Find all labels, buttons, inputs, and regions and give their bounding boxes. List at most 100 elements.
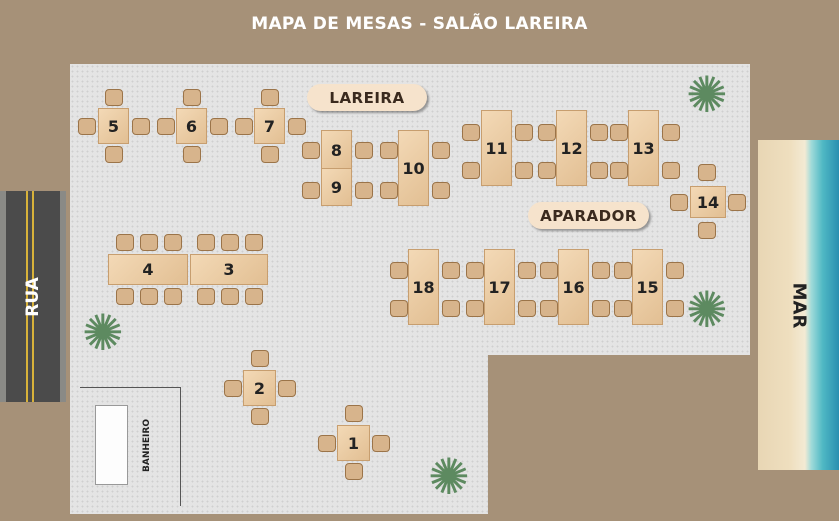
chair-icon <box>251 408 269 425</box>
bathroom-label: BANHEIRO <box>142 419 152 472</box>
chair-icon <box>698 164 716 181</box>
chair-icon <box>140 288 158 305</box>
chair-icon <box>302 142 320 159</box>
table-4[interactable]: 4 <box>108 254 188 285</box>
lareira-label: LAREIRA <box>307 84 427 111</box>
chair-icon <box>261 146 279 163</box>
chair-icon <box>728 194 746 211</box>
table-17[interactable]: 17 <box>484 249 515 325</box>
chair-icon <box>662 124 680 141</box>
chair-icon <box>518 262 536 279</box>
palm-plant-icon: ✺ <box>428 448 470 506</box>
sink-icon <box>95 405 128 485</box>
road <box>0 191 66 402</box>
chair-icon <box>355 142 373 159</box>
chair-icon <box>116 234 134 251</box>
table-2[interactable]: 2 <box>243 370 276 406</box>
palm-plant-icon: ✺ <box>82 304 124 362</box>
chair-icon <box>345 405 363 422</box>
beach <box>758 140 839 470</box>
chair-icon <box>251 350 269 367</box>
table-9[interactable]: 9 <box>321 168 352 206</box>
chair-icon <box>140 234 158 251</box>
table-7[interactable]: 7 <box>254 108 285 144</box>
chair-icon <box>462 124 480 141</box>
chair-icon <box>380 142 398 159</box>
chair-icon <box>698 222 716 239</box>
table-16[interactable]: 16 <box>558 249 589 325</box>
aparador-label: APARADOR <box>528 202 649 229</box>
table-10[interactable]: 10 <box>398 130 429 206</box>
road-label-wrap: RUA <box>0 191 66 402</box>
chair-icon <box>540 262 558 279</box>
table-3[interactable]: 3 <box>190 254 268 285</box>
chair-icon <box>614 262 632 279</box>
chair-icon <box>466 262 484 279</box>
chair-icon <box>302 182 320 199</box>
table-5[interactable]: 5 <box>98 108 129 144</box>
chair-icon <box>538 124 556 141</box>
chair-icon <box>221 234 239 251</box>
chair-icon <box>245 288 263 305</box>
table-12[interactable]: 12 <box>556 110 587 186</box>
chair-icon <box>132 118 150 135</box>
chair-icon <box>540 300 558 317</box>
table-18[interactable]: 18 <box>408 249 439 325</box>
chair-icon <box>590 124 608 141</box>
palm-plant-icon: ✺ <box>686 66 728 124</box>
chair-icon <box>197 288 215 305</box>
chair-icon <box>116 288 134 305</box>
chair-icon <box>442 300 460 317</box>
chair-icon <box>432 142 450 159</box>
chair-icon <box>442 262 460 279</box>
chair-icon <box>164 234 182 251</box>
chair-icon <box>432 182 450 199</box>
chair-icon <box>515 162 533 179</box>
chair-icon <box>592 262 610 279</box>
chair-icon <box>288 118 306 135</box>
chair-icon <box>590 162 608 179</box>
chair-icon <box>614 300 632 317</box>
chair-icon <box>610 124 628 141</box>
chair-icon <box>210 118 228 135</box>
chair-icon <box>518 300 536 317</box>
table-6[interactable]: 6 <box>176 108 207 144</box>
chair-icon <box>380 182 398 199</box>
chair-icon <box>318 435 336 452</box>
chair-icon <box>183 89 201 106</box>
chair-icon <box>221 288 239 305</box>
chair-icon <box>197 234 215 251</box>
chair-icon <box>592 300 610 317</box>
chair-icon <box>372 435 390 452</box>
table-14[interactable]: 14 <box>690 186 726 218</box>
chair-icon <box>666 262 684 279</box>
palm-plant-icon: ✺ <box>686 281 728 339</box>
road-label: RUA <box>23 276 43 317</box>
chair-icon <box>345 463 363 480</box>
page-title: MAPA DE MESAS - SALÃO LAREIRA <box>251 14 588 34</box>
chair-icon <box>662 162 680 179</box>
chair-icon <box>164 288 182 305</box>
chair-icon <box>105 89 123 106</box>
chair-icon <box>355 182 373 199</box>
table-15[interactable]: 15 <box>632 249 663 325</box>
chair-icon <box>538 162 556 179</box>
chair-icon <box>466 300 484 317</box>
table-8[interactable]: 8 <box>321 130 352 170</box>
bathroom-wall <box>80 387 181 506</box>
chair-icon <box>224 380 242 397</box>
beach-label: MAR <box>787 282 809 328</box>
table-1[interactable]: 1 <box>337 425 370 461</box>
chair-icon <box>78 118 96 135</box>
chair-icon <box>105 146 123 163</box>
chair-icon <box>235 118 253 135</box>
chair-icon <box>462 162 480 179</box>
chair-icon <box>261 89 279 106</box>
chair-icon <box>670 194 688 211</box>
chair-icon <box>515 124 533 141</box>
beach-label-wrap: MAR <box>758 140 839 470</box>
chair-icon <box>610 162 628 179</box>
table-11[interactable]: 11 <box>481 110 512 186</box>
table-13[interactable]: 13 <box>628 110 659 186</box>
chair-icon <box>390 262 408 279</box>
